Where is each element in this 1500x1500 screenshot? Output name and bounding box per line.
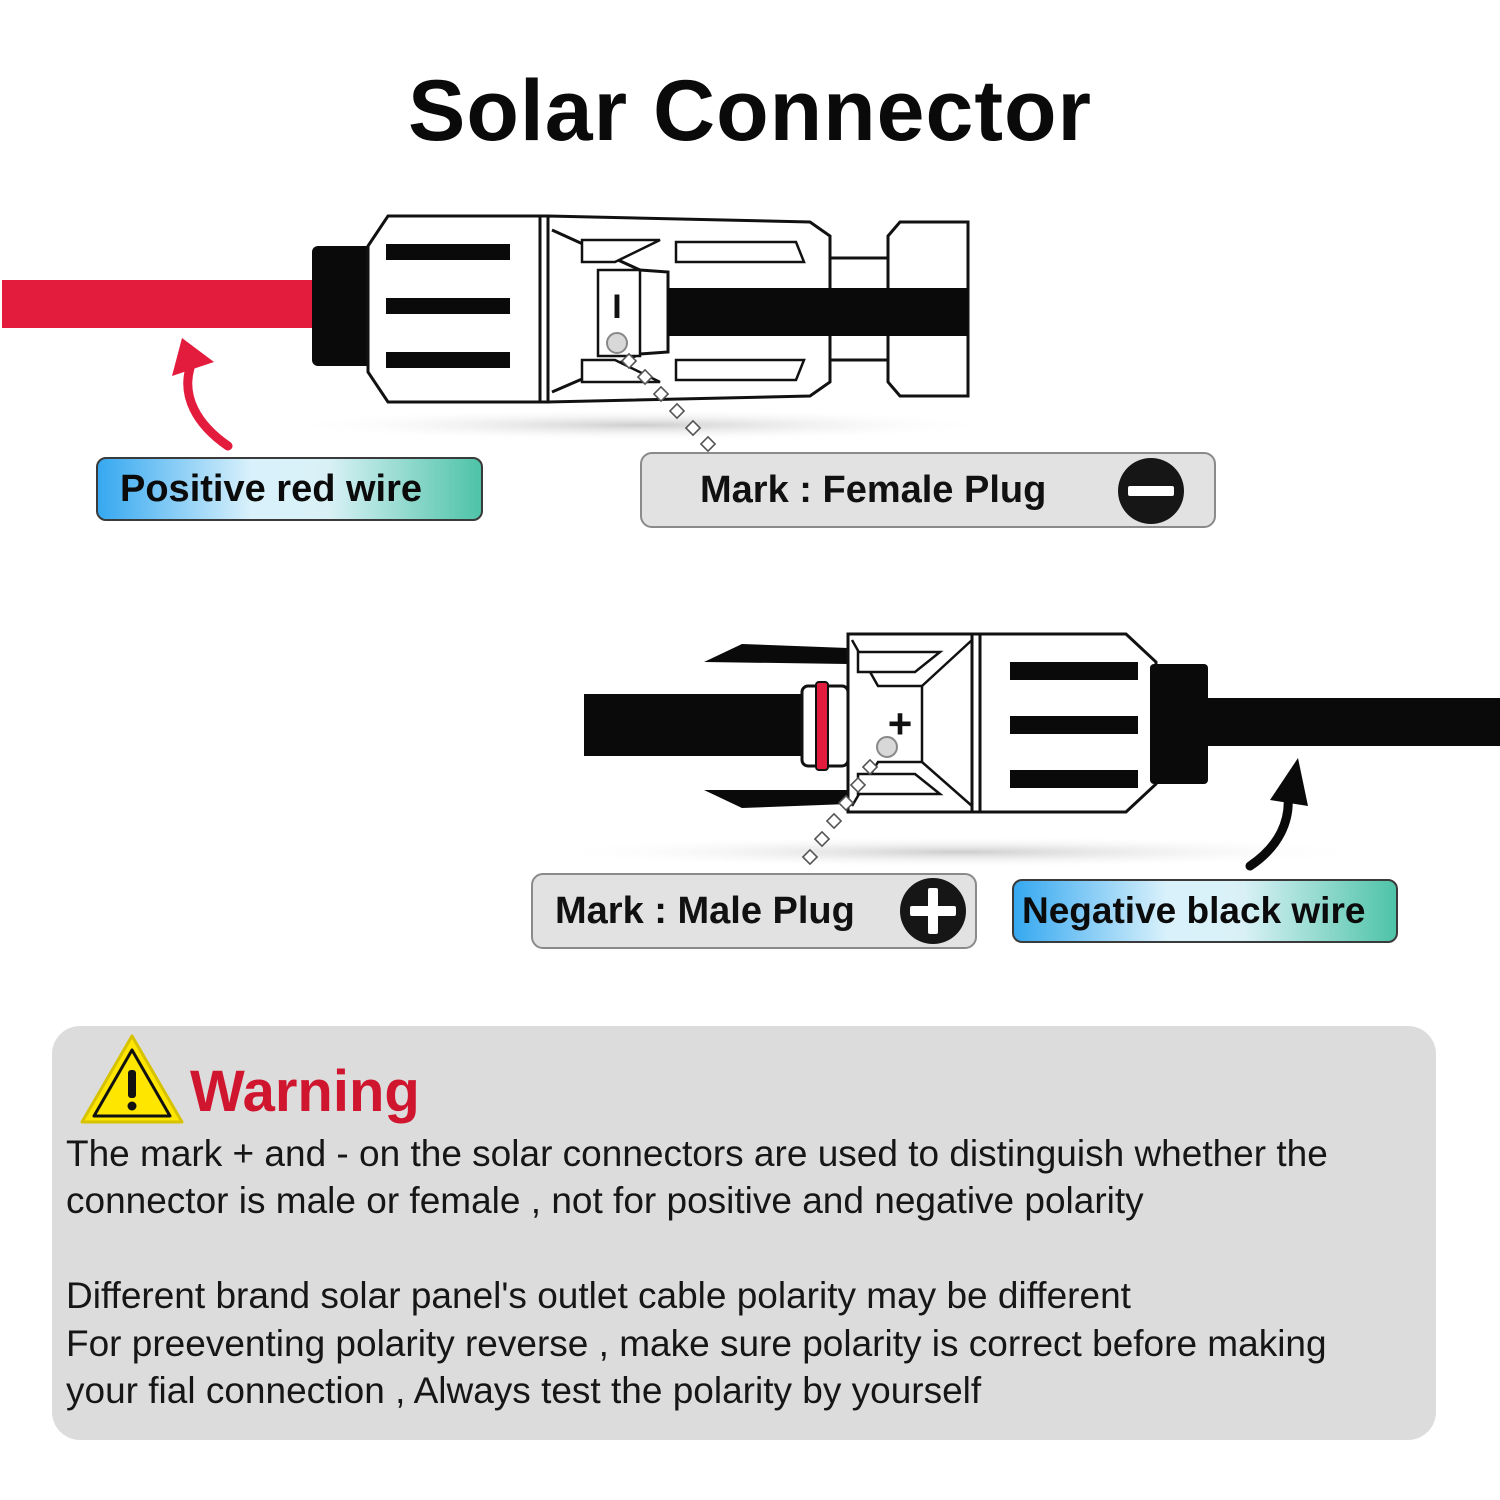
page-title: Solar Connector xyxy=(408,63,1092,159)
positive-red-wire-label: Positive red wire xyxy=(96,457,483,521)
plus-icon xyxy=(900,878,966,944)
male-plug-text: Mark : Male Plug xyxy=(555,889,855,932)
negative-black-wire-text: Negative black wire xyxy=(1022,890,1366,931)
warning-title: Warning xyxy=(190,1059,420,1124)
female-mark-symbol: I xyxy=(612,288,621,326)
male-connector-shadow xyxy=(540,836,1380,868)
warning-line-3: Different brand solar panel's outlet cab… xyxy=(66,1275,1131,1316)
warning-line-1: The mark + and - on the solar connectors… xyxy=(66,1133,1328,1174)
female-connector-shadow xyxy=(280,409,1000,441)
positive-red-wire xyxy=(2,280,320,328)
warning-line-5: your fial connection , Always test the p… xyxy=(66,1370,982,1411)
female-connector xyxy=(312,214,970,404)
warning-line-2: connector is male or female , not for po… xyxy=(66,1180,1144,1221)
connector-diagram: I xyxy=(2,214,1500,871)
minus-icon xyxy=(1118,458,1184,524)
red-curved-arrow-icon xyxy=(172,338,233,451)
negative-black-wire-label: Negative black wire xyxy=(1012,879,1398,943)
warning-panel xyxy=(52,1026,1436,1440)
positive-red-wire-text: Positive red wire xyxy=(120,467,423,510)
male-leader-line xyxy=(801,736,898,866)
warning-line-4: For preeventing polarity reverse , make … xyxy=(66,1323,1327,1364)
black-curved-arrow-icon xyxy=(1245,758,1308,871)
female-plug-text: Mark : Female Plug xyxy=(700,468,1047,511)
female-leader-line xyxy=(606,332,717,453)
male-connector xyxy=(584,632,1500,814)
warning-triangle-icon xyxy=(80,1034,184,1124)
